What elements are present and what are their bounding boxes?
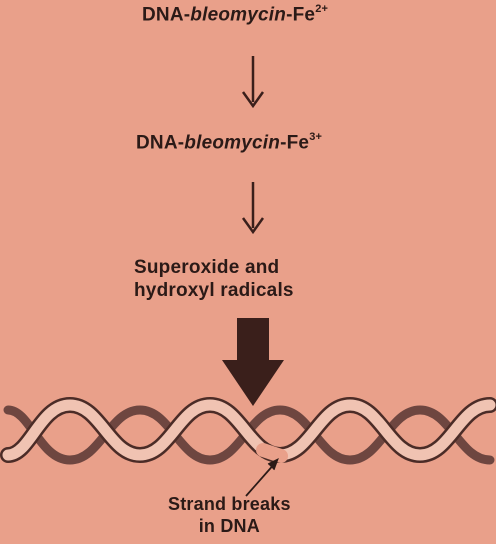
fe2-prefix: DNA- <box>142 4 191 26</box>
fe3-prefix: DNA- <box>136 132 185 154</box>
dna-double-helix <box>0 396 496 465</box>
arrow-down-thin-1 <box>241 56 265 109</box>
fe3-drug: bleomycin <box>184 132 281 154</box>
arrow-down-thick <box>222 318 284 406</box>
dna-bleomycin-fe2-label: DNA-bleomycin-Fe2+ <box>142 3 329 26</box>
radicals-line-1: Superoxide and <box>134 257 280 278</box>
radicals-label: Superoxide and hydroxyl radicals <box>134 256 294 302</box>
arrow-down-thin-2 <box>241 182 265 235</box>
strand-breaks-line-1: Strand breaks <box>168 494 291 514</box>
strand-breaks-line-2: in DNA <box>198 516 260 536</box>
radicals-line-2: hydroxyl radicals <box>134 280 294 301</box>
fe3-suffix: -Fe <box>280 132 310 154</box>
strand-break-pointer <box>245 457 279 497</box>
strand-breaks-label: Strand breaks in DNA <box>168 493 291 537</box>
fe3-charge: 3+ <box>309 131 323 143</box>
fe2-suffix: -Fe <box>286 4 316 26</box>
dna-bleomycin-fe3-label: DNA-bleomycin-Fe3+ <box>136 131 323 154</box>
fe2-drug: bleomycin <box>190 4 287 26</box>
fe2-charge: 2+ <box>315 3 329 15</box>
